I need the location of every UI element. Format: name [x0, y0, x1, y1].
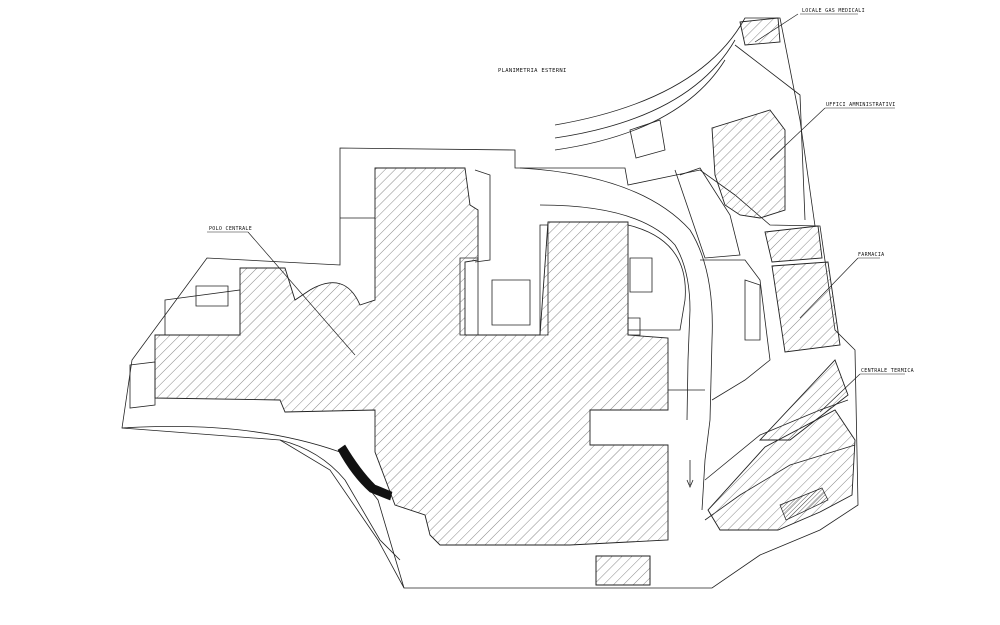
plan-title: PLANIMETRIA ESTERNI [498, 68, 567, 74]
grid-detail [779, 487, 829, 521]
building-uffici [711, 109, 786, 219]
label-centrale: CENTRALE TERMICA [861, 368, 914, 374]
label-underlines [207, 13, 905, 375]
leader-lines [247, 13, 861, 413]
ramp [337, 444, 393, 501]
building-polo-centrale [154, 167, 669, 546]
label-polo: POLO CENTRALE [209, 226, 253, 232]
building-locale-gas [739, 17, 781, 46]
label-locale-gas: LOCALE GAS MEDICALI [802, 8, 865, 14]
building-farmacia [764, 225, 823, 263]
label-uffici: UFFICI AMMINISTRATIVI [826, 102, 896, 108]
direction-arrow [686, 460, 694, 489]
label-farmacia: FARMACIA [858, 252, 885, 258]
buildings [154, 17, 856, 586]
